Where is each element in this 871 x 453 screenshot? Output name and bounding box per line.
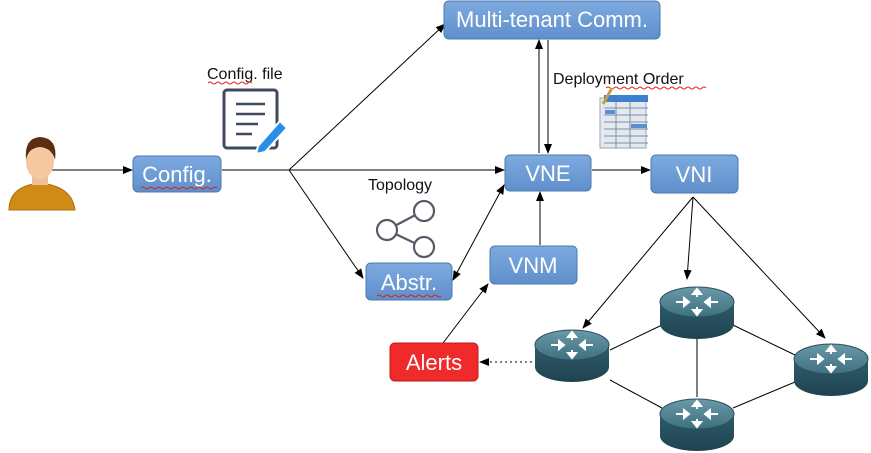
- edge-vni-router-left: [582, 196, 694, 329]
- config-node[interactable]: Config.: [132, 155, 222, 193]
- config-file-label: Config. file: [207, 66, 283, 83]
- vni-node[interactable]: VNI: [650, 154, 739, 194]
- link-left-top: [609, 324, 663, 351]
- link-bottom-right: [732, 381, 796, 409]
- router-icon[interactable]: [534, 329, 610, 383]
- router-icon[interactable]: [793, 343, 869, 397]
- router-icon[interactable]: [659, 398, 735, 452]
- edge-config-multitenant: [288, 23, 446, 171]
- abstr-label: Abstr.: [381, 270, 437, 295]
- edge-alerts-vnm: [442, 283, 489, 344]
- vnm-node[interactable]: VNM: [489, 245, 578, 285]
- alerts-node[interactable]: Alerts: [389, 342, 479, 382]
- spreadsheet-icon: [599, 87, 648, 149]
- share-graph-icon: [375, 199, 436, 259]
- deployment-order-label: Deployment Order: [553, 71, 684, 88]
- document-edit-icon: [222, 88, 289, 156]
- topology-label: Topology: [368, 177, 432, 194]
- multi-tenant-comm-node[interactable]: Multi-tenant Comm.: [443, 0, 661, 40]
- router-icon[interactable]: [659, 286, 735, 340]
- vnm-label: VNM: [509, 253, 558, 278]
- edge-abstr-vne: [452, 184, 505, 281]
- vne-node[interactable]: VNE: [504, 154, 592, 192]
- user-icon: [8, 137, 76, 211]
- config-label: Config.: [142, 162, 212, 187]
- edge-vni-router-top: [683, 196, 694, 280]
- multi-tenant-comm-label: Multi-tenant Comm.: [456, 7, 648, 32]
- abstr-node[interactable]: Abstr.: [365, 262, 453, 301]
- vne-label: VNE: [525, 161, 570, 186]
- edge-config-abstr: [288, 169, 364, 279]
- vni-label: VNI: [676, 162, 713, 187]
- link-top-right: [732, 324, 796, 356]
- connectors: [52, 23, 826, 409]
- alerts-label: Alerts: [406, 350, 462, 375]
- edge-vni-router-right: [692, 196, 826, 339]
- link-left-bottom: [609, 379, 663, 409]
